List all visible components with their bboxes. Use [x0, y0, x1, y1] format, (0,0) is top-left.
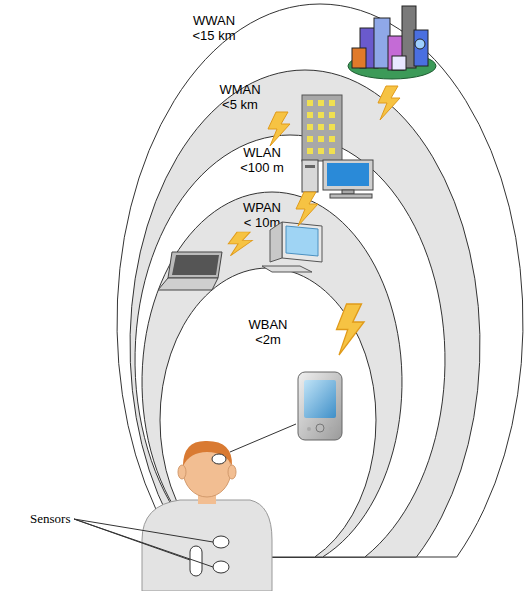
range-label: WMAN <5 km — [215, 83, 265, 113]
office-building — [302, 95, 342, 161]
ring-outline — [160, 268, 376, 557]
person — [142, 441, 272, 591]
ring-shape — [142, 192, 402, 557]
city-buildings — [348, 6, 436, 79]
crt-monitor — [262, 222, 322, 272]
network-range-ring: WBAN <2m WPAN < 10m WLAN <100 m WMAN <5 km — [130, 70, 480, 557]
ring-shape — [135, 135, 445, 557]
leader-line — [74, 424, 296, 567]
wireless-bolt — [228, 86, 400, 355]
range-label: WPAN < 10m — [240, 201, 284, 231]
ring-shape — [160, 268, 376, 557]
range-label: WBAN <2m — [246, 318, 290, 348]
ring-shape — [130, 70, 480, 557]
desktop-computer — [302, 160, 373, 198]
range-label: WWAN <15 km — [187, 14, 241, 44]
network-range-ring: WBAN <2m WPAN < 10m — [142, 192, 402, 557]
laptop — [158, 252, 222, 290]
sensor — [190, 454, 229, 576]
network-range-ring: WBAN <2m WPAN < 10m WLAN <100 m — [135, 135, 445, 557]
part-label: Sensors — [30, 511, 70, 527]
phone — [298, 372, 342, 440]
network-range-ring: WBAN <2mWPAN < 10mWLAN <100 mWMAN <5 kmW… — [117, 4, 523, 557]
ring-shape — [117, 4, 523, 557]
network-range-ring: WBAN <2m — [160, 268, 376, 557]
range-label: WLAN <100 m — [236, 146, 288, 176]
